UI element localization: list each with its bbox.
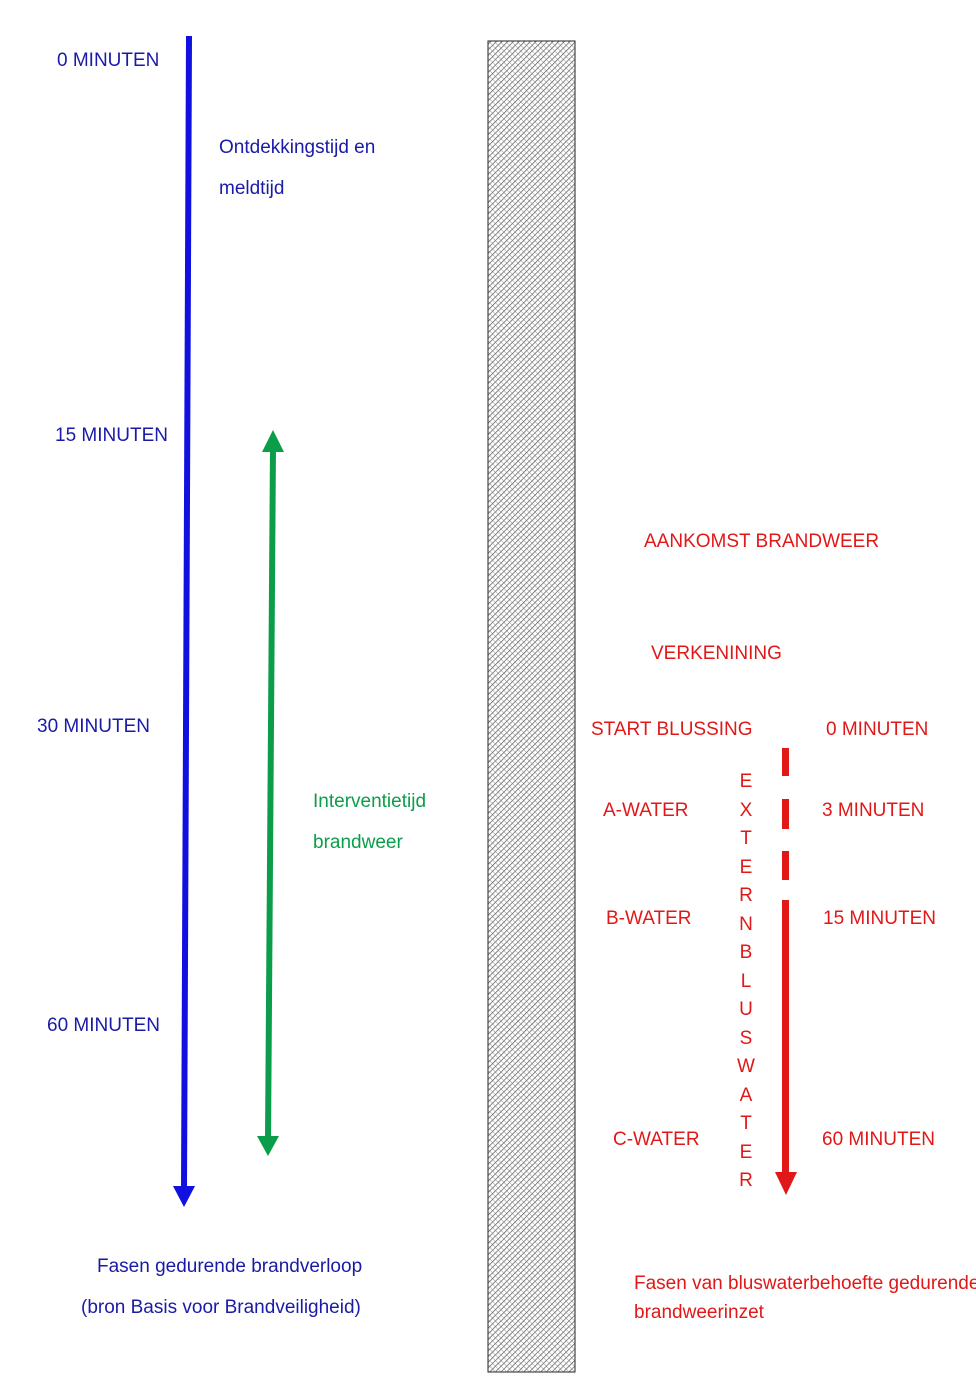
right-caption-line2: brandweerinzet — [634, 1302, 764, 1323]
intervention-label-line2: brandweer — [313, 832, 403, 853]
vertical-letter: W — [737, 1056, 755, 1077]
detection-label-line2: meldtijd — [219, 178, 285, 199]
b-water-label: B-WATER — [606, 908, 692, 929]
hatched-divider-bar — [487, 40, 576, 1373]
c-water-label: C-WATER — [613, 1129, 700, 1150]
time-label-15: 15 MINUTEN — [55, 425, 168, 446]
intervention-double-arrow — [257, 430, 284, 1156]
vertical-letter: U — [739, 999, 753, 1020]
vertical-letter: T — [740, 1113, 752, 1134]
vertical-letter: R — [739, 885, 753, 906]
minutes-label-0: 0 MINUTEN — [826, 719, 929, 740]
a-water-label: A-WATER — [603, 800, 689, 821]
minutes-label-15: 15 MINUTEN — [823, 908, 936, 929]
vertical-letter: R — [739, 1170, 753, 1191]
vertical-letter: N — [739, 913, 753, 935]
time-label-30: 30 MINUTEN — [37, 716, 150, 737]
minutes-label-60: 60 MINUTEN — [822, 1129, 935, 1150]
vertical-letter: T — [740, 828, 752, 849]
time-label-60: 60 MINUTEN — [47, 1015, 160, 1036]
minutes-label-3: 3 MINUTEN — [822, 800, 925, 821]
fire-timeline-arrow — [173, 35, 195, 1207]
time-label-0: 0 MINUTEN — [57, 50, 160, 71]
arrival-label: AANKOMST BRANDWEER — [644, 531, 880, 552]
left-caption-line2: (bron Basis voor Brandveiligheid) — [81, 1297, 361, 1318]
water-demand-arrow — [775, 748, 797, 1195]
left-caption-line1: Fasen gedurende brandverloop — [97, 1256, 363, 1277]
intervention-label-line1: Interventietijd — [313, 791, 427, 812]
vertical-letter: S — [739, 1027, 753, 1049]
start-extinguishing-label: START BLUSSING — [591, 719, 753, 740]
vertical-letter: A — [739, 1084, 753, 1106]
detection-label-line1: Ontdekkingstijd en — [219, 137, 376, 158]
vertical-letter: X — [739, 799, 753, 821]
vertical-letter: L — [740, 970, 752, 992]
right-caption-line1: Fasen van bluswaterbehoefte gedurende — [634, 1273, 976, 1294]
vertical-letter: E — [739, 1141, 753, 1163]
vertical-letter: E — [739, 856, 753, 878]
vertical-letter: B — [739, 942, 753, 963]
reconnaissance-label: VERKENINING — [651, 643, 782, 664]
vertical-letter: E — [739, 771, 753, 792]
